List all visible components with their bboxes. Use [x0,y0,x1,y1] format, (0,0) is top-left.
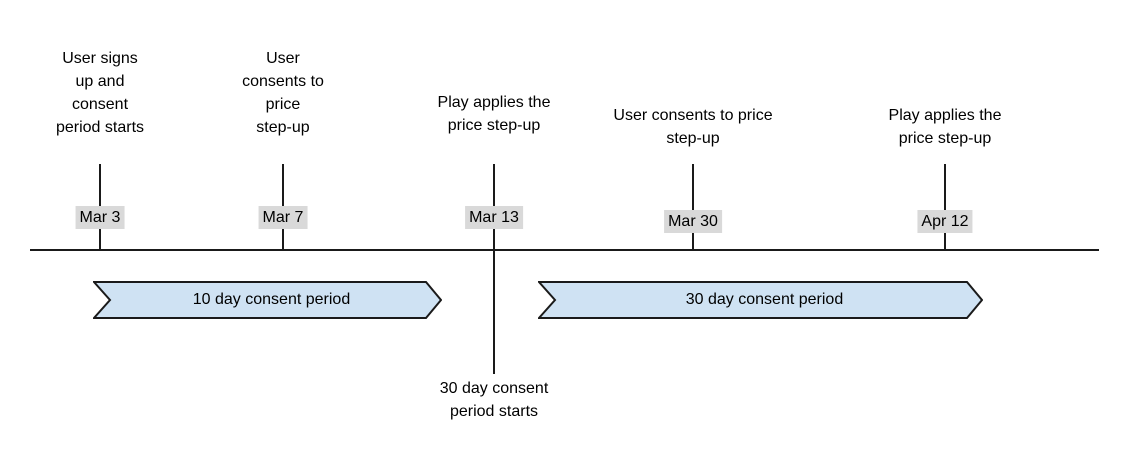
event-tick [944,164,946,249]
annotation-30-day-start: 30 day consent period starts [439,380,549,420]
chevron-banner-shape [538,281,983,319]
event-label: User signs up and consent period starts [55,50,145,136]
event-label: Play applies the price step-up [888,107,1002,147]
event-date-badge: Mar 30 [664,210,722,233]
event-date-badge: Apr 12 [917,210,973,233]
timeline-axis [30,249,1099,251]
period-label: 30 day consent period [685,291,844,308]
period-banner-10-day: 10 day consent period [93,281,442,319]
event-label: Play applies the price step-up [437,94,551,134]
period-label: 10 day consent period [192,291,351,308]
chevron-banner-shape [93,281,442,319]
event-date-badge: Mar 3 [75,206,125,229]
event-label: User consents to price step-up [613,107,773,147]
annotation-connector-line [493,251,495,374]
event-date-badge: Mar 7 [258,206,308,229]
event-tick [692,164,694,249]
period-banner-30-day: 30 day consent period [538,281,983,319]
event-date-badge: Mar 13 [465,206,523,229]
event-label: User consents to price step-up [242,50,324,136]
